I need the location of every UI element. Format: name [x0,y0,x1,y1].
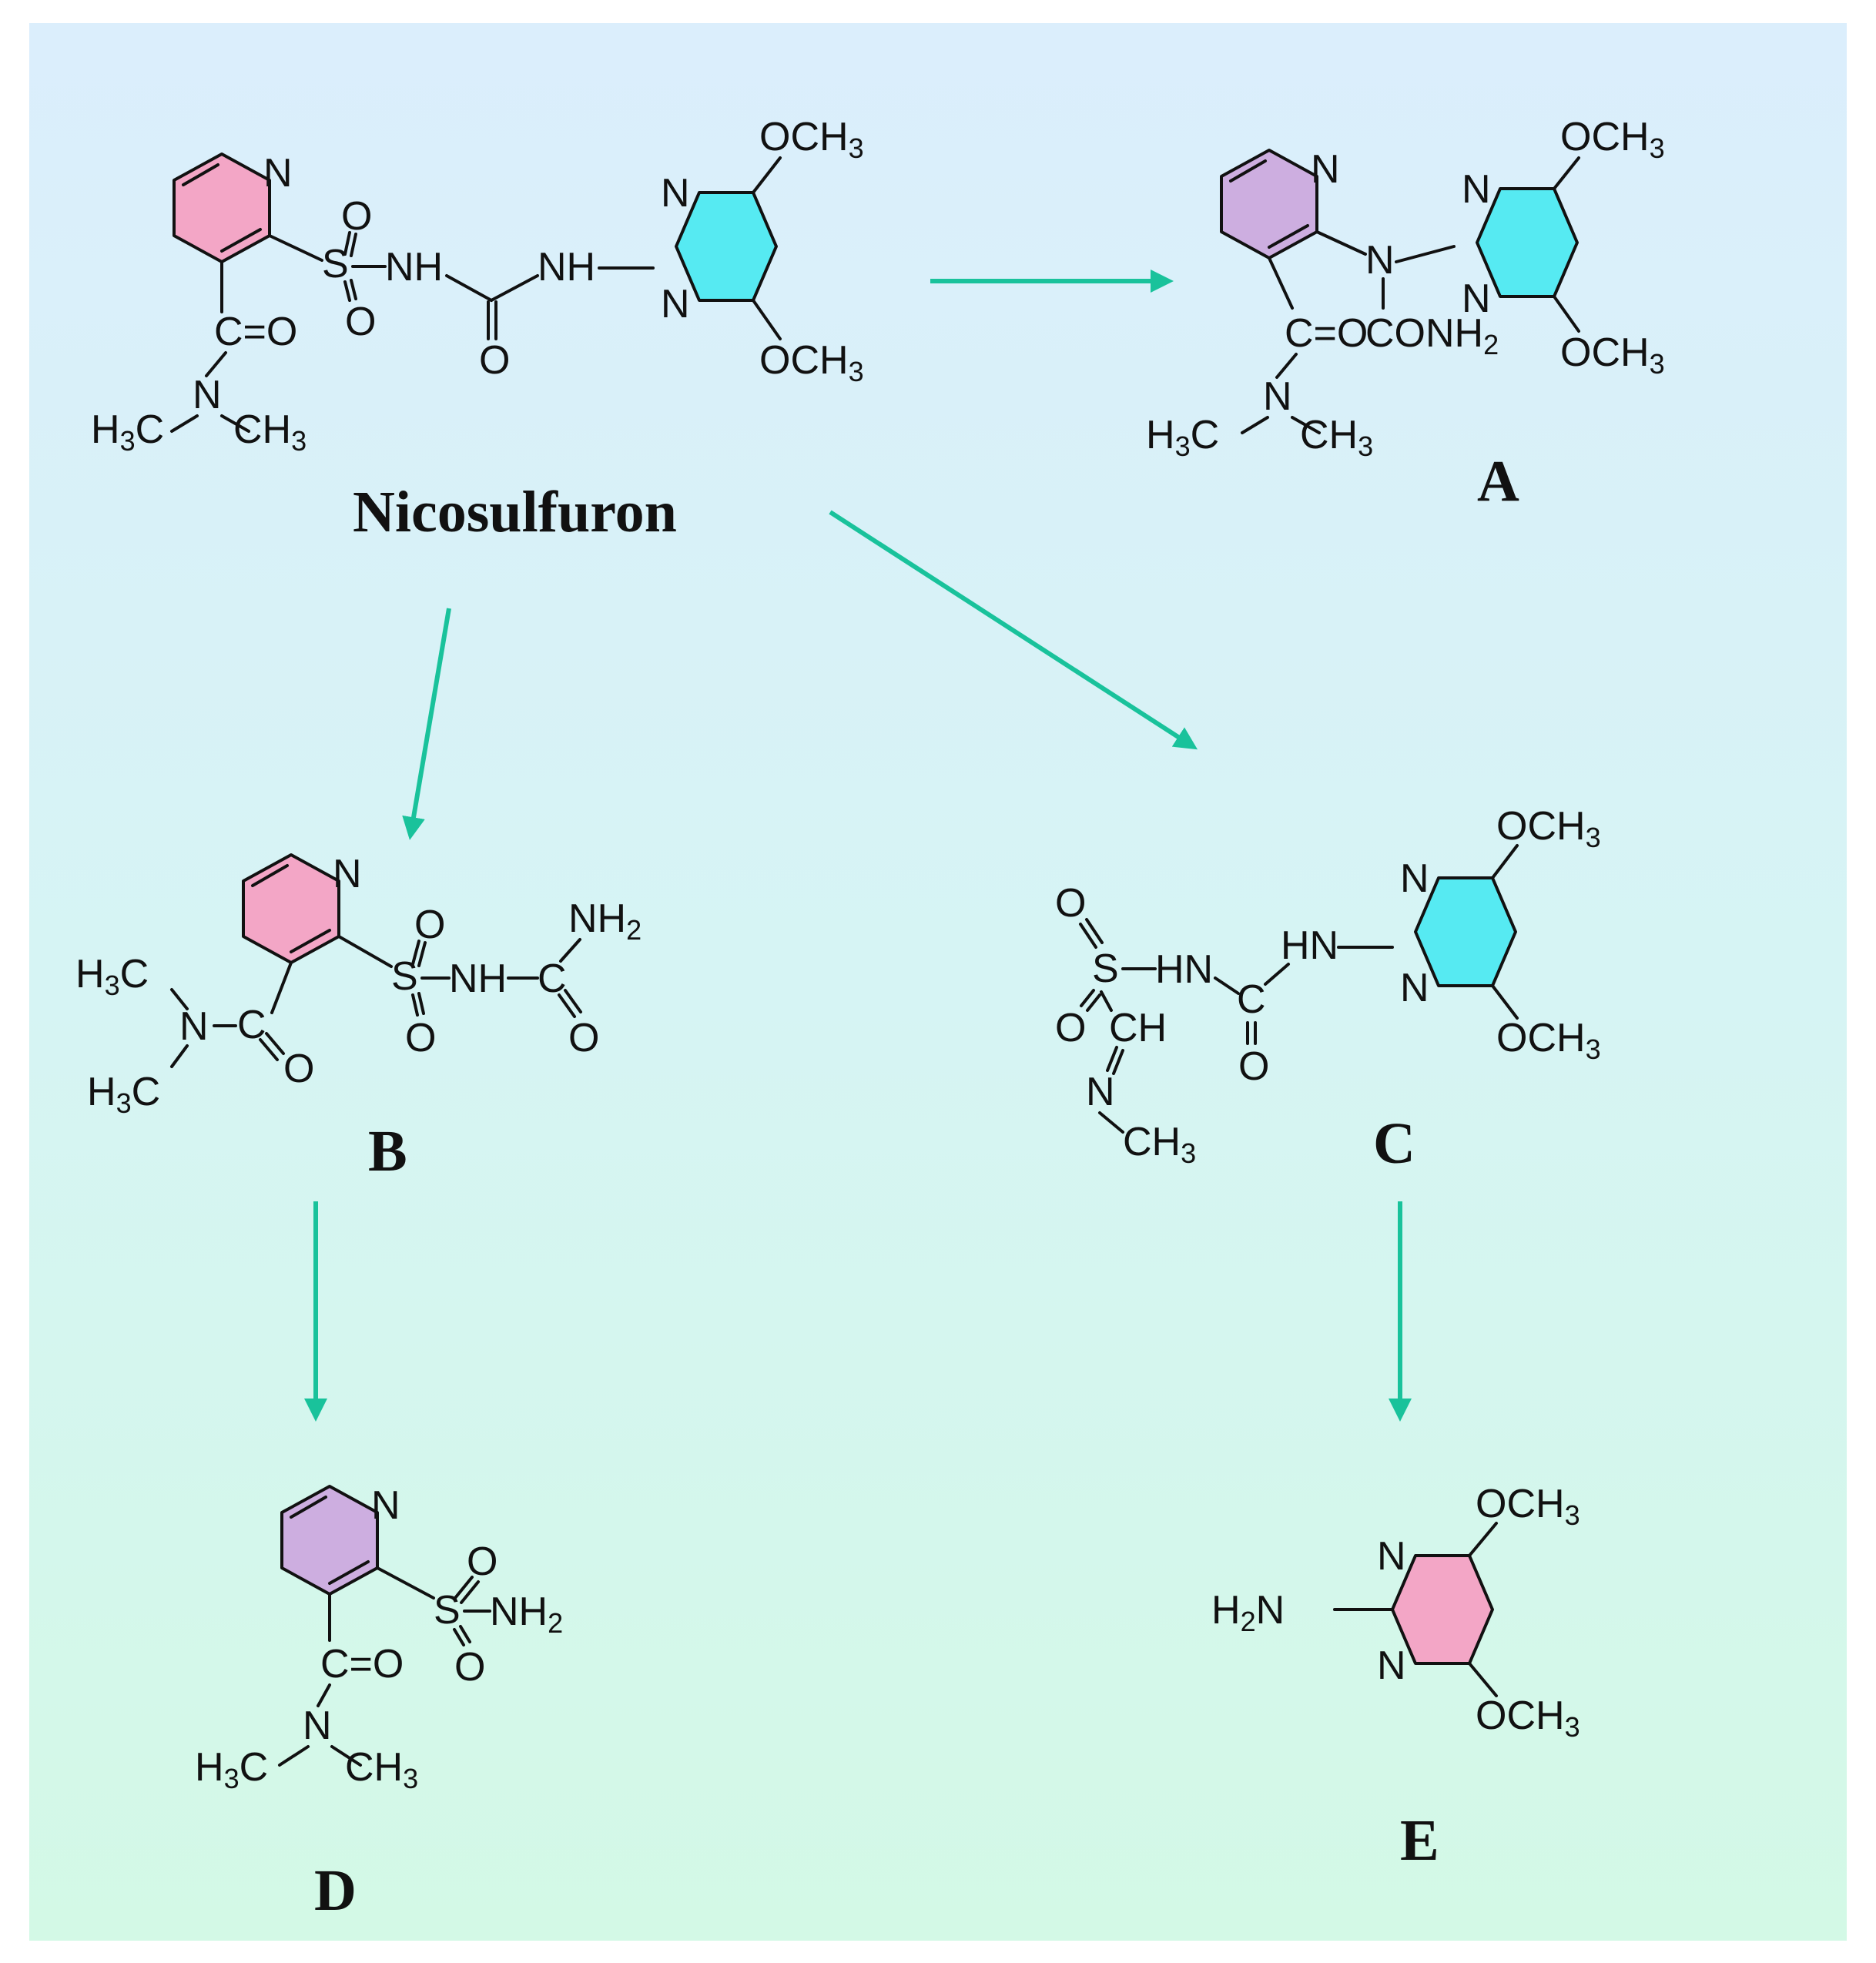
svg-text:O: O [1055,1006,1086,1050]
svg-text:C=O: C=O [320,1642,404,1687]
svg-text:N: N [1365,238,1395,283]
svg-text:OCH3: OCH3 [759,338,864,387]
svg-text:O: O [414,903,445,947]
svg-text:NH: NH [449,956,507,1001]
svg-text:S: S [1092,946,1119,991]
pyrimidine-ring [1391,1554,1494,1665]
svg-text:OCH3: OCH3 [1496,1016,1601,1065]
svg-text:H3C: H3C [75,952,149,1001]
pyrimidine-ring [1414,876,1517,987]
pyridine-ring [242,853,340,964]
svg-text:OCH3: OCH3 [1560,115,1665,164]
arrow-nicosulfuron-to-b [402,608,451,840]
svg-text:N: N [661,171,690,216]
pyridine-ring [280,1485,379,1596]
svg-text:N: N [1377,1534,1406,1579]
svg-text:O: O [1055,881,1086,926]
svg-text:N: N [1462,276,1491,321]
svg-text:OCH3: OCH3 [1560,330,1665,380]
svg-text:CH3: CH3 [233,407,307,457]
label-e: E [1400,1808,1439,1873]
pyridine-ring [173,152,271,263]
product-a-structure: N N CONH2 N N OCH3 OCH3 C=O N H3C CH3 [1146,115,1665,462]
label-a: A [1477,449,1519,514]
svg-text:N: N [1263,374,1292,419]
svg-text:CH3: CH3 [345,1745,418,1794]
svg-text:O: O [1238,1044,1269,1089]
svg-text:N: N [1311,147,1340,192]
svg-text:HN: HN [1281,923,1338,968]
label-d: D [314,1858,357,1923]
figure-panel: N S O O NH O NH N N OCH3 OCH3 C=O N H3C … [29,23,1847,1941]
pyridine-ring [1220,149,1318,260]
svg-text:N: N [1086,1070,1115,1114]
svg-text:O: O [345,300,376,344]
product-e-structure: N N H2N OCH3 OCH3 [1211,1482,1580,1743]
svg-text:N: N [303,1703,332,1748]
svg-text:H3C: H3C [91,407,164,457]
svg-text:O: O [467,1539,497,1584]
svg-text:NH: NH [538,245,595,290]
svg-text:C=O: C=O [1285,311,1368,356]
label-c: C [1373,1111,1415,1176]
svg-text:OCH3: OCH3 [759,115,864,164]
svg-text:NH2: NH2 [490,1589,563,1639]
svg-text:N: N [1400,856,1429,901]
svg-text:OCH3: OCH3 [1476,1693,1580,1743]
svg-text:NH2: NH2 [568,896,642,946]
svg-text:N: N [371,1483,400,1528]
svg-text:O: O [568,1016,599,1060]
svg-text:CONH2: CONH2 [1365,311,1499,360]
svg-text:O: O [341,194,372,239]
svg-text:CH3: CH3 [1300,413,1373,462]
svg-text:N: N [179,1004,209,1049]
svg-text:OCH3: OCH3 [1476,1482,1580,1531]
svg-text:C=O: C=O [214,310,297,354]
svg-text:H3C: H3C [1146,413,1219,462]
label-b: B [368,1119,407,1184]
svg-text:N: N [333,852,362,896]
pathway-diagram: N S O O NH O NH N N OCH3 OCH3 C=O N H3C … [75,115,1665,1923]
svg-text:O: O [283,1047,314,1091]
svg-text:H2N: H2N [1211,1588,1285,1637]
pyrimidine-ring [1476,187,1579,298]
svg-text:H3C: H3C [87,1070,160,1119]
svg-text:OCH3: OCH3 [1496,804,1601,853]
label-nicosulfuron: Nicosulfuron [353,480,677,544]
svg-text:CH: CH [1109,1006,1167,1050]
svg-text:O: O [405,1016,436,1060]
svg-text:NH: NH [385,245,443,290]
svg-text:N: N [193,373,222,417]
svg-text:O: O [479,338,510,383]
svg-text:N: N [1462,167,1491,212]
product-b-structure: N S O O NH C NH2 O C O N H3C H3C [75,852,642,1119]
nicosulfuron-structure: N S O O NH O NH N N OCH3 OCH3 C=O N H3C … [91,115,864,457]
product-d-structure: N S O O NH2 C=O N H3C CH3 [195,1483,563,1794]
svg-text:CH3: CH3 [1123,1120,1196,1169]
product-c-structure: O S O HN C HN O N N OCH3 OCH3 CH N CH3 [1055,804,1601,1169]
svg-text:N: N [1377,1643,1406,1688]
svg-text:O: O [454,1645,485,1690]
svg-text:N: N [1400,966,1429,1010]
svg-text:N: N [661,282,690,327]
svg-text:H3C: H3C [195,1745,268,1794]
svg-text:S: S [322,242,349,286]
pyrimidine-ring [675,191,778,302]
arrow-nicosulfuron-to-c [829,510,1198,750]
svg-text:C: C [538,956,567,1001]
svg-text:N: N [263,151,293,196]
svg-text:HN: HN [1155,947,1213,992]
svg-text:C: C [1237,977,1266,1022]
